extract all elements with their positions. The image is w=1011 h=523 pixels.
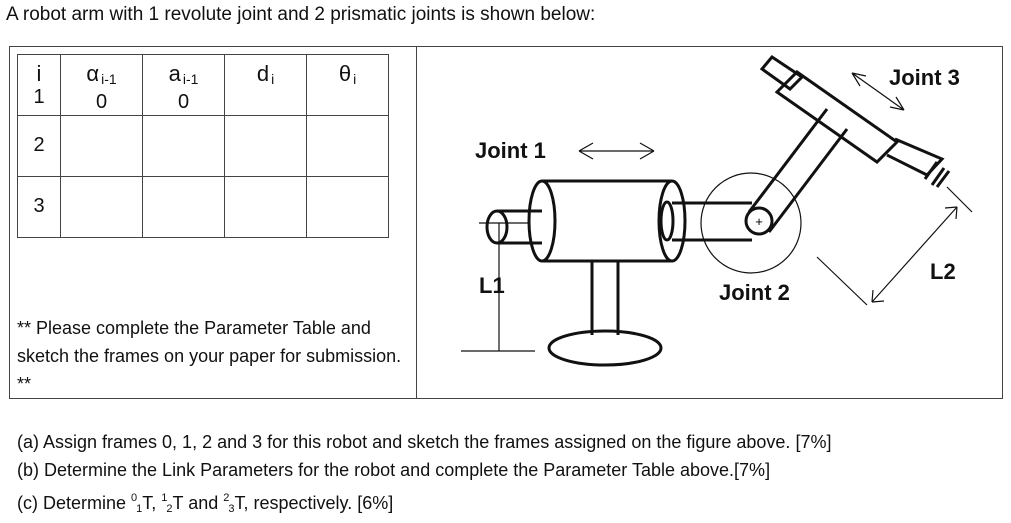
instruction-note: ** Please complete the Parameter Table a… — [17, 318, 402, 394]
question-c: (c) Determine 01T, 12T and 23T, respecti… — [17, 492, 394, 515]
row-number: 2 — [33, 134, 45, 156]
l2-arrowheads — [871, 206, 958, 303]
figure-frame — [9, 46, 1003, 399]
joint1-label: Joint 1 — [475, 138, 546, 163]
cell-value: 0 — [95, 91, 108, 113]
table-cell — [142, 176, 225, 238]
joint2-pin — [744, 206, 774, 236]
table-cell — [224, 115, 307, 177]
row-number: 1 — [33, 86, 45, 108]
joint2-label: Joint 2 — [719, 280, 790, 305]
left-rod — [497, 209, 542, 245]
table-cell — [60, 176, 143, 238]
joint3-label: Joint 3 — [889, 65, 960, 90]
joint3-stub — [759, 55, 805, 91]
row-number: 3 — [33, 195, 45, 217]
question-list: (a) Assign frames 0, 1, 2 and 3 for this… — [17, 428, 831, 523]
l1-dimension — [461, 222, 535, 352]
header-i: i 1 — [17, 54, 61, 116]
row-number-cell: 2 — [17, 115, 61, 177]
joint3-housing — [774, 70, 900, 164]
robot-arm-figure: Joint 1 Joint 2 Joint 3 L1 L2 + — [461, 55, 973, 367]
l1-label: L1 — [479, 273, 505, 298]
table-cell — [60, 115, 143, 177]
l2-dimension — [816, 186, 973, 306]
joint2-rotation-circle — [700, 172, 802, 274]
main-cylinder — [542, 179, 672, 263]
cylinder-left-face — [527, 179, 557, 263]
base-plate — [547, 329, 663, 367]
question-a: (a) Assign frames 0, 1, 2 and 3 for this… — [17, 432, 832, 452]
cylinder-right-face — [657, 179, 687, 263]
table-cell — [306, 115, 389, 177]
question-b: (b) Determine the Link Parameters for th… — [17, 460, 771, 480]
left-rod-end — [485, 209, 509, 245]
base-post — [590, 261, 620, 335]
table-row: 3 — [17, 176, 389, 238]
table-cell — [306, 176, 389, 238]
right-rod — [672, 201, 752, 242]
problem-title: A robot arm with 1 revolute joint and 2 … — [6, 4, 596, 25]
upper-arm — [747, 108, 849, 233]
right-rod-end — [659, 200, 675, 242]
joint1-arrow-icon — [578, 142, 655, 160]
l2-label: L2 — [930, 259, 956, 284]
table-cell — [142, 115, 225, 177]
joint3-arrow-icon — [851, 72, 905, 111]
gripper — [923, 161, 951, 188]
joint2-plus-mark: + — [755, 214, 763, 229]
cell-value: 0 — [177, 91, 190, 113]
frame-divider — [416, 46, 417, 399]
table-cell — [224, 176, 307, 238]
table-row: 2 — [17, 115, 389, 177]
row-number-cell: 3 — [17, 176, 61, 238]
